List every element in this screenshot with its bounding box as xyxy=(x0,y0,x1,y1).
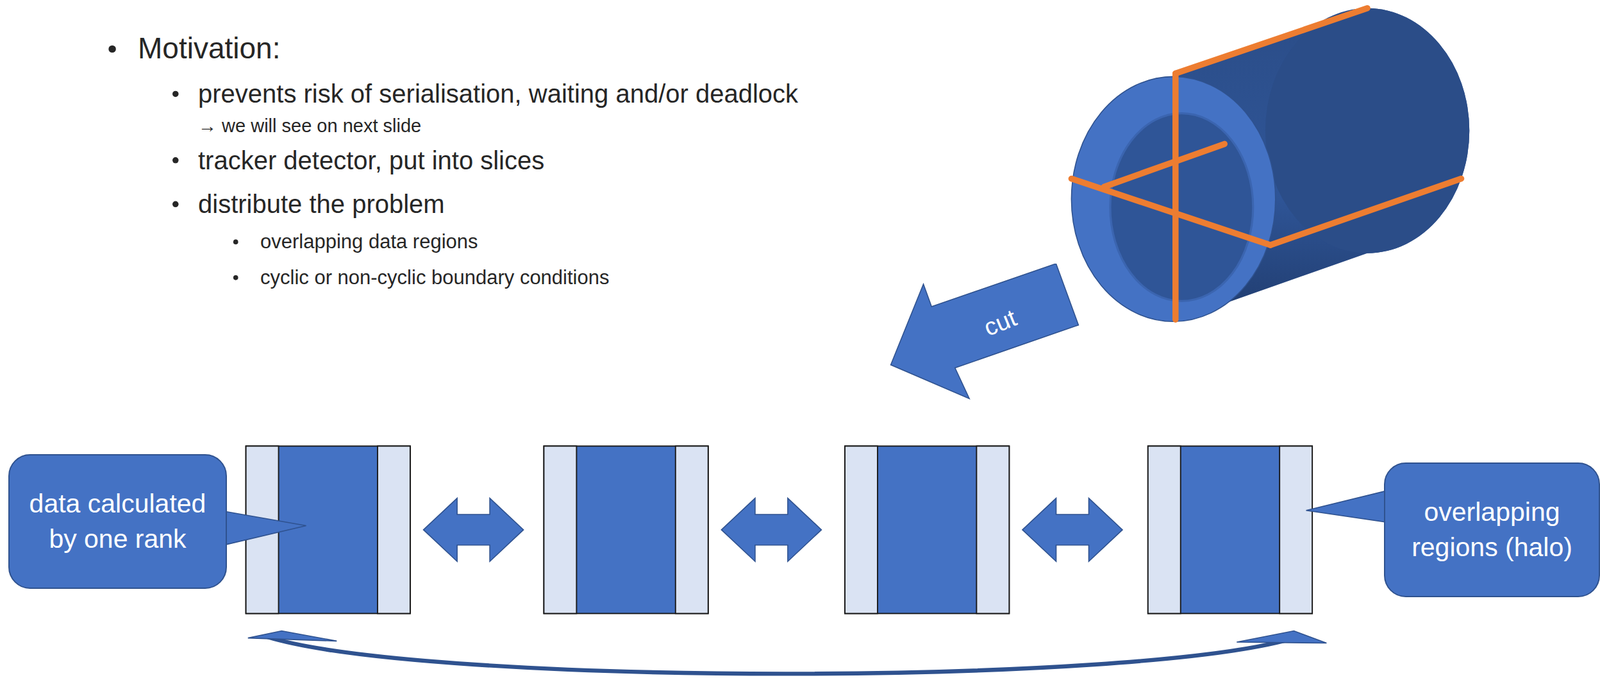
cut-arrow: cut xyxy=(889,263,1080,400)
slice-blocks xyxy=(246,445,1313,613)
exchange-arrows xyxy=(423,498,1123,562)
bullet-text: overlapping data regions xyxy=(260,229,479,254)
callout-text: data calculated by one rank xyxy=(25,485,211,558)
bullet-text: → we will see on next slide xyxy=(198,114,422,138)
callout-box: overlapping regions (halo) xyxy=(1383,462,1600,597)
callout-box: data calculated by one rank xyxy=(8,453,227,589)
bullet-text: prevents risk of serialisation, waiting … xyxy=(198,78,799,109)
cyclic-boundary-arrow xyxy=(248,630,1327,674)
bullet-text: tracker detector, put into slices xyxy=(198,144,545,176)
callout-pointers xyxy=(219,489,1390,547)
bullet-text: distribute the problem xyxy=(198,188,445,220)
heading-bullet: Motivation: xyxy=(137,30,281,67)
callout-text: overlapping regions (halo) xyxy=(1399,494,1586,566)
arrow-shape xyxy=(889,263,1080,400)
bullet-text: cyclic or non-cyclic boundary conditions xyxy=(260,265,609,290)
tracker-cylinder xyxy=(1071,8,1470,322)
